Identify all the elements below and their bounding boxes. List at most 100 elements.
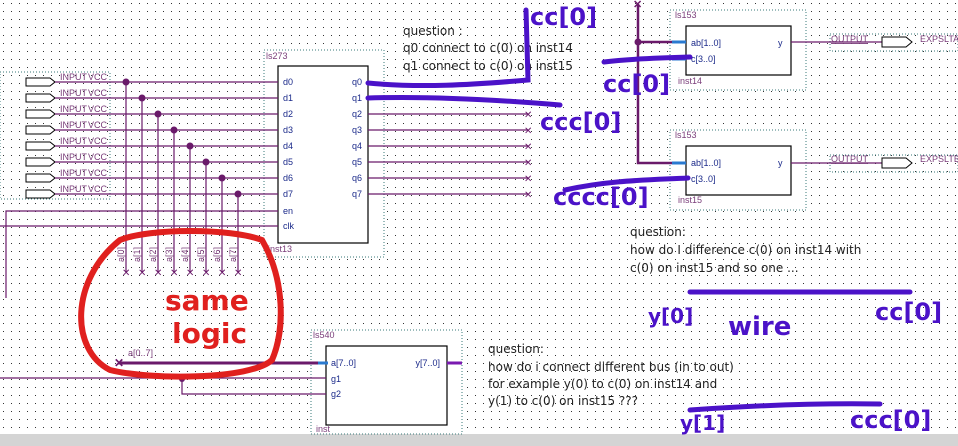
svg-text:for example y(0) to c(0) on in: for example y(0) to c(0) on inst14 and (488, 377, 717, 391)
bus-unconnected-x-icon: ✕ (114, 356, 124, 370)
tap-label: a[0] (116, 247, 126, 262)
data-wire[interactable] (55, 97, 278, 272)
input-pin-default: VCC (88, 136, 108, 146)
junction-dot (122, 78, 130, 86)
svg-text:q0 connect to c(0) on inst14: q0 connect to c(0) on inst14 (403, 41, 573, 55)
svg-text:how do I difference c(0) on in: how do I difference c(0) on inst14 with (630, 243, 861, 257)
input-pin-kind: INPUT (60, 88, 88, 98)
unconnected-x-icon: ✕ (524, 142, 532, 153)
junction-dot (234, 190, 242, 198)
svg-text:question:: question: (488, 342, 544, 356)
ls540-type: ls540 (313, 330, 335, 340)
ls153b-type: ls153 (675, 130, 697, 140)
input-pin-kind: INPUT (60, 168, 88, 178)
pin-g1: g1 (331, 374, 341, 384)
ls540-symbol[interactable]: ls540 inst a[7..0] g1 g2 y[7..0] (310, 329, 463, 435)
tap-label: a[5] (196, 247, 206, 262)
input-pin[interactable] (25, 77, 56, 87)
svg-text:ccc[0]: ccc[0] (850, 406, 931, 434)
pin-q6: q6 (352, 173, 362, 183)
input-pin-kind: INPUT (60, 120, 88, 130)
input-pin[interactable] (25, 141, 56, 151)
tap-label: a[4] (180, 247, 190, 262)
bus-label: a[0..7] (128, 348, 153, 358)
pin-d7: d7 (283, 189, 293, 199)
pin-q5: q5 (352, 157, 362, 167)
input-pin-kind: INPUT (60, 72, 88, 82)
pin-en: en (283, 206, 293, 216)
svg-text:y(1) to c(0) on inst15 ???: y(1) to c(0) on inst15 ??? (488, 394, 638, 408)
pin-d2: d2 (283, 109, 293, 119)
svg-text:y[0]: y[0] (648, 304, 693, 328)
pin-q3: q3 (352, 125, 362, 135)
ls153-inst14[interactable]: ls153 inst14 ab[1..0] c[3..0] y (669, 9, 807, 91)
pin-clk: clk (283, 221, 294, 231)
output-pin-expsltb[interactable]: OUTPUT EXPSLTB (791, 154, 958, 173)
junction-dot (202, 158, 210, 166)
pin-q7: q7 (352, 189, 362, 199)
ls153a-instance: inst14 (678, 76, 702, 86)
input-pin[interactable] (25, 173, 56, 183)
ls153-inst15[interactable]: ls153 inst15 ab[1..0] c[3..0] y (669, 129, 807, 211)
tap-label: a[6] (212, 247, 222, 262)
pin-q2: q2 (352, 109, 362, 119)
horizontal-scrollbar[interactable] (0, 434, 958, 446)
svg-text:ccc[0]: ccc[0] (540, 108, 621, 136)
input-pin-default: VCC (88, 168, 108, 178)
ls153b-instance: inst15 (678, 195, 702, 205)
input-pin-kind: INPUT (60, 152, 88, 162)
data-wire[interactable] (55, 129, 278, 272)
pin-q0: q0 (352, 77, 362, 87)
unconnected-x-icon: ✕ (234, 268, 242, 279)
data-wire[interactable] (55, 113, 278, 272)
svg-text:logic: logic (172, 317, 247, 350)
input-pin-kind: INPUT (60, 184, 88, 194)
unconnected-x-icon: ✕ (524, 174, 532, 185)
unconnected-x-icon: ✕ (524, 158, 532, 169)
pin-d3: d3 (283, 125, 293, 135)
svg-text:wire: wire (728, 312, 791, 342)
ls540-instance: inst (316, 424, 331, 434)
junction-dot (634, 38, 642, 46)
unconnected-x-icon: ✕ (154, 268, 162, 279)
junction-dot (138, 94, 146, 102)
ls273-type: ls273 (266, 51, 288, 61)
svg-text:same: same (165, 284, 249, 317)
note-3: question: how do i connect different bus… (488, 342, 734, 408)
input-pin[interactable] (25, 157, 56, 167)
junction-dot (170, 126, 178, 134)
svg-text:q1 connect to c(0) on inst15: q1 connect to c(0) on inst15 (403, 59, 573, 73)
pin-d1: d1 (283, 93, 293, 103)
input-pin-default: VCC (88, 120, 108, 130)
input-pin[interactable] (25, 125, 56, 135)
pin-q4: q4 (352, 141, 362, 151)
output-pin-expslta[interactable]: OUTPUT EXPSLTA (791, 33, 958, 52)
output-kind: OUTPUT (831, 154, 869, 164)
input-pin[interactable] (25, 93, 56, 103)
junction-dot (218, 174, 226, 182)
unconnected-x-icon: ✕ (633, 0, 642, 11)
output-name: EXPSLTB (920, 154, 958, 164)
data-wire[interactable] (55, 145, 278, 272)
junction-dot (186, 142, 194, 150)
pin-y-bus: y[7..0] (415, 358, 440, 368)
ls273-symbol[interactable]: ls273 inst13 d0d1d2d3d4d5d6d7enclkq0q1q2… (263, 49, 385, 258)
data-wire[interactable] (55, 161, 278, 272)
pin-d0: d0 (283, 77, 293, 87)
svg-text:cc[0]: cc[0] (530, 3, 597, 31)
input-pin-default: VCC (88, 184, 108, 194)
unconnected-x-icon: ✕ (170, 268, 178, 279)
output-kind: OUTPUT (831, 34, 869, 44)
unconnected-x-icon: ✕ (524, 110, 532, 121)
input-pin-default: VCC (88, 104, 108, 114)
unconnected-x-icon: ✕ (138, 268, 146, 279)
input-pin[interactable] (25, 109, 56, 119)
unconnected-x-icon: ✕ (218, 268, 226, 279)
input-pin[interactable] (25, 189, 56, 199)
pin-a-bus: a[7..0] (331, 358, 356, 368)
pin-c: c[3..0] (691, 174, 716, 184)
svg-text:cc[0]: cc[0] (603, 70, 670, 98)
junction-dot (154, 110, 162, 118)
